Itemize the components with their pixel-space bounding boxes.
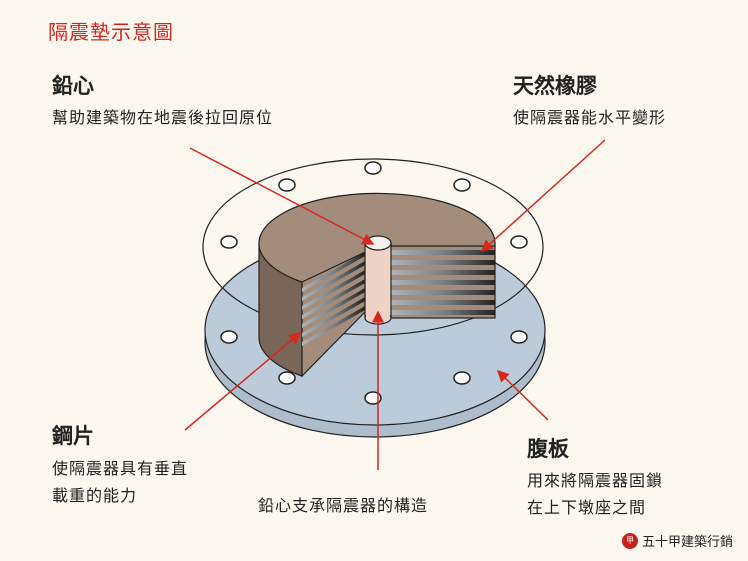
steel-shim	[302, 279, 365, 319]
steel-shim	[302, 270, 365, 310]
steel-shim	[302, 297, 365, 337]
steel-shim	[302, 306, 365, 346]
steel-shim	[391, 260, 495, 265]
steel-shim	[302, 261, 365, 301]
top-plate-outline	[202, 158, 544, 336]
lead-core-heading: 鉛心	[52, 74, 94, 98]
lead-core	[364, 235, 392, 325]
steel-shim	[302, 252, 365, 292]
steel-shim	[391, 310, 495, 315]
brand-logo: 甲 五十甲建築行銷	[622, 531, 733, 550]
lead-core-desc: 幫助建築物在地震後拉回原位	[52, 108, 274, 127]
plate-desc-2: 在上下墩座之間	[527, 498, 647, 517]
steel-shim	[391, 300, 495, 305]
bolt-holes	[220, 161, 528, 405]
pointer-arrows	[184, 139, 606, 470]
steel-shim	[391, 270, 495, 275]
caption: 鉛心支承隔震器的構造	[258, 496, 429, 515]
plate-desc-1: 用來將隔震器固鎖	[527, 471, 664, 490]
plate-heading: 腹板	[527, 437, 569, 461]
steel-desc-1: 使隔震器具有垂直	[52, 459, 189, 478]
rubber-heading: 天然橡膠	[513, 74, 597, 98]
brand-name: 五十甲建築行銷	[642, 535, 734, 550]
rubber-desc: 使隔震器能水平變形	[513, 108, 667, 127]
seal-icon: 甲	[622, 532, 638, 549]
steel-desc-2: 載重的能力	[52, 486, 138, 505]
steel-heading: 鋼片	[52, 424, 94, 448]
steel-shim	[302, 288, 365, 328]
page-title: 隔震墊示意圖	[48, 20, 174, 44]
steel-shim	[391, 280, 495, 285]
steel-shim	[391, 250, 495, 255]
steel-shim	[391, 290, 495, 295]
